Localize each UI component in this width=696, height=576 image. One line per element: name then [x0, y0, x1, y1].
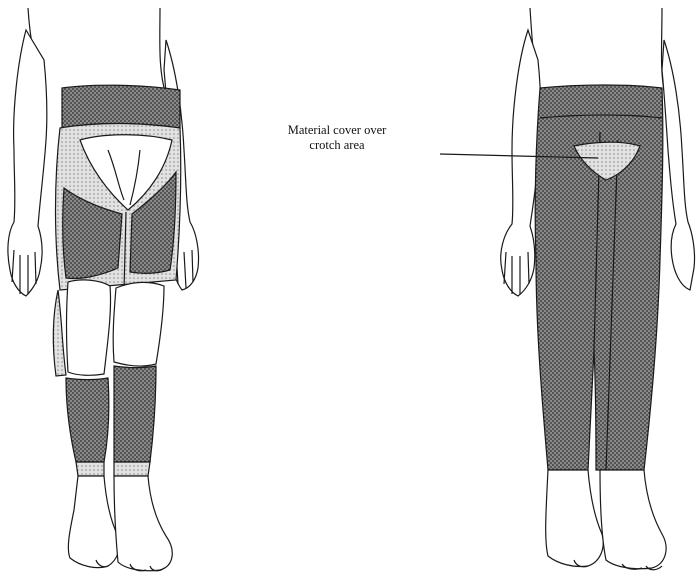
right-figure-left-arm [501, 30, 541, 296]
left-figure-right-foot [114, 476, 172, 571]
right-figure-right-arm [662, 40, 695, 290]
left-figure-left-foot [68, 476, 119, 568]
callout-label-line-2: crotch area [262, 138, 412, 153]
callout-label-line-1: Material cover over [262, 123, 412, 138]
left-figure-right-knee-opening [113, 282, 164, 366]
callout-label: Material cover over crotch area [262, 123, 412, 153]
left-figure-left-calf-panel [66, 378, 109, 462]
left-figure-torso-outline [28, 8, 166, 95]
left-figure-left-knee-opening [67, 280, 111, 375]
left-figure [8, 8, 199, 571]
right-figure [501, 8, 695, 570]
left-figure-right-calf-panel [114, 366, 156, 462]
right-figure-right-foot [600, 470, 666, 569]
left-figure-waistband [62, 85, 180, 128]
right-figure-torso-outline [530, 8, 664, 90]
right-figure-left-foot [546, 470, 604, 567]
left-figure-knee-side-panel [53, 290, 66, 376]
left-figure-ankle-bands [76, 462, 150, 476]
